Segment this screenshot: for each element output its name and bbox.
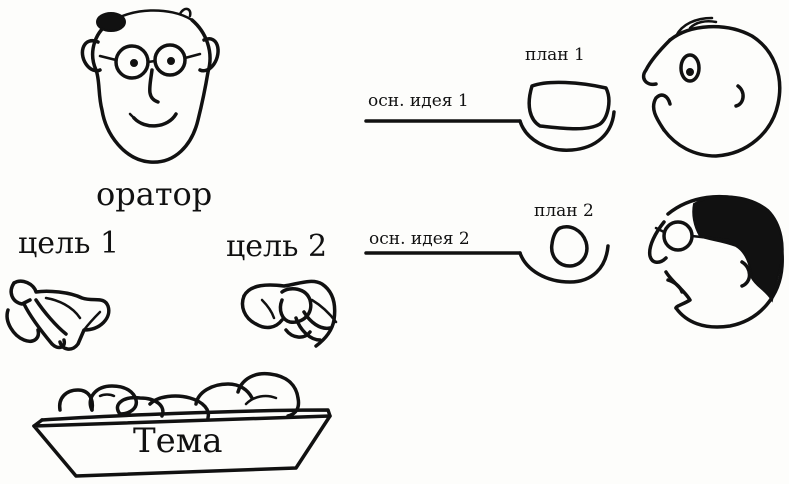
plan-1-bowl-icon (364, 80, 616, 152)
topic-tray-icon (32, 371, 332, 478)
topic-label: Тема (133, 421, 223, 461)
listener-1-head-icon (641, 16, 782, 158)
main-idea-2-label: осн. идея 2 (369, 229, 470, 249)
plan-2-label: план 2 (534, 201, 594, 221)
orator-head-icon (80, 7, 220, 164)
right-hand-icon (240, 279, 338, 348)
goal-2-label: цель 2 (226, 229, 328, 264)
orator-label: оратор (96, 175, 213, 213)
main-idea-1-label: осн. идея 1 (368, 91, 469, 111)
plan-1-label: план 1 (525, 45, 585, 65)
plan-2-bowl-icon (364, 225, 610, 284)
left-hand-icon (5, 279, 111, 351)
listener-2-head-icon (647, 194, 784, 329)
goal-1-label: цель 1 (18, 226, 120, 261)
